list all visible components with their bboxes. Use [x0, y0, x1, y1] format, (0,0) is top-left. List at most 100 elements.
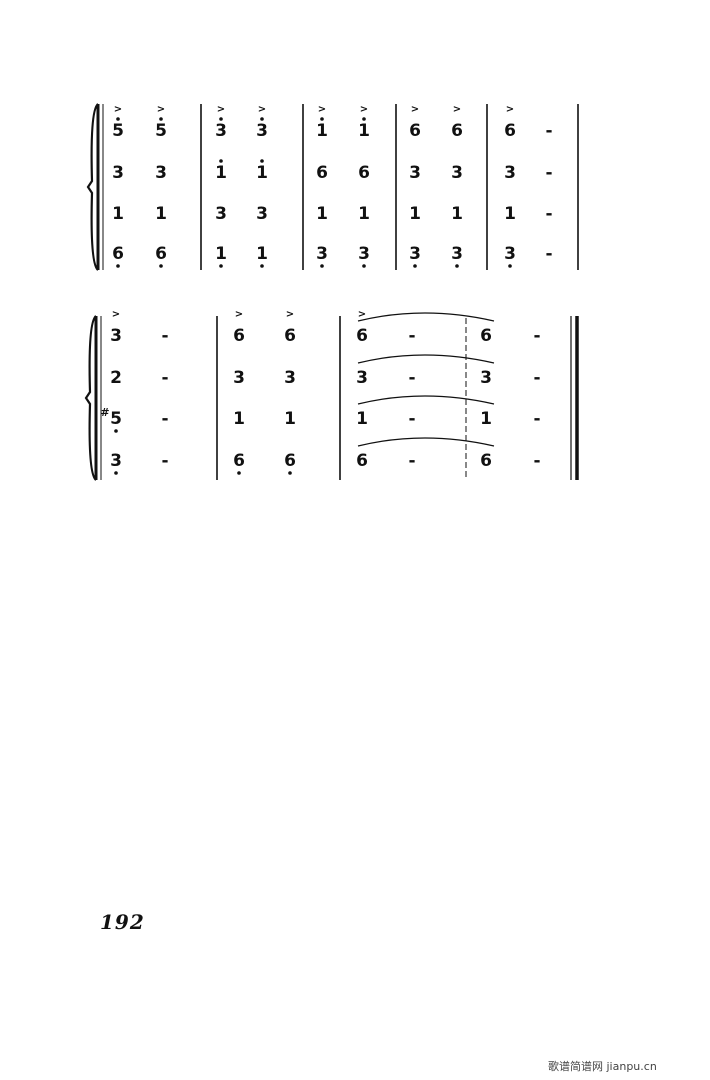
duration-dash: -	[533, 368, 540, 388]
tie-slur	[357, 354, 495, 364]
duration-dash: -	[545, 121, 552, 141]
note-number: 2	[110, 368, 122, 388]
note-number: 6	[504, 121, 516, 141]
note-number: 3	[316, 244, 328, 264]
note-number: 6	[284, 451, 296, 471]
note-number: 1	[155, 204, 167, 224]
note-number: 6	[233, 326, 245, 346]
octave-dot-below	[116, 264, 120, 268]
duration-dash: -	[533, 409, 540, 429]
note-number: 1	[316, 204, 328, 224]
accent-mark: >	[258, 104, 266, 115]
note-number: 3	[155, 163, 167, 183]
octave-dot-above	[159, 117, 163, 121]
note-number: 1	[233, 409, 245, 429]
note-number: 1	[480, 409, 492, 429]
note-number: 6	[480, 451, 492, 471]
note-number: 3	[110, 451, 122, 471]
accent-mark: >	[506, 104, 514, 115]
duration-dash: -	[545, 244, 552, 264]
system-brace	[86, 103, 99, 271]
octave-dot-below	[237, 471, 241, 475]
note-number: 3	[215, 204, 227, 224]
note-number: 6	[358, 163, 370, 183]
note-number: 3	[480, 368, 492, 388]
octave-dot-above	[260, 159, 264, 163]
octave-dot-below	[320, 264, 324, 268]
duration-dash: -	[533, 326, 540, 346]
note-number: 6	[480, 326, 492, 346]
note-number: 1	[215, 163, 227, 183]
duration-dash: -	[161, 451, 168, 471]
accent-mark: >	[286, 309, 294, 320]
note-number: 5	[110, 409, 122, 429]
tie-slur	[357, 312, 495, 322]
note-number: 1	[358, 204, 370, 224]
duration-dash: -	[545, 163, 552, 183]
note-number: 1	[256, 163, 268, 183]
note-number: 6	[284, 326, 296, 346]
note-number: 3	[112, 163, 124, 183]
note-number: 1	[112, 204, 124, 224]
note-number: 1	[316, 121, 328, 141]
note-number: 1	[356, 409, 368, 429]
octave-dot-above	[362, 117, 366, 121]
note-number: 3	[233, 368, 245, 388]
note-number: 3	[409, 244, 421, 264]
accent-mark: >	[453, 104, 461, 115]
note-number: 1	[256, 244, 268, 264]
page-number: 192	[100, 910, 145, 934]
octave-dot-below	[362, 264, 366, 268]
note-number: 3	[284, 368, 296, 388]
accent-mark: >	[360, 104, 368, 115]
note-number: 6	[155, 244, 167, 264]
duration-dash: -	[161, 368, 168, 388]
accent-mark: >	[411, 104, 419, 115]
accent-mark: >	[318, 104, 326, 115]
note-number: 1	[358, 121, 370, 141]
note-number: 3	[504, 163, 516, 183]
note-number: 3	[356, 368, 368, 388]
note-number: 6	[316, 163, 328, 183]
note-number: 3	[409, 163, 421, 183]
octave-dot-below	[288, 471, 292, 475]
tie-slur	[357, 395, 495, 405]
note-number: 6	[451, 121, 463, 141]
note-number: 5	[112, 121, 124, 141]
note-number: 6	[356, 326, 368, 346]
note-number: 6	[233, 451, 245, 471]
accent-mark: >	[358, 309, 366, 320]
tie-slur	[357, 437, 495, 447]
note-number: 3	[256, 204, 268, 224]
octave-dot-above	[219, 117, 223, 121]
octave-dot-above	[320, 117, 324, 121]
duration-dash: -	[408, 326, 415, 346]
octave-dot-below	[219, 264, 223, 268]
duration-dash: -	[533, 451, 540, 471]
octave-dot-below	[413, 264, 417, 268]
octave-dot-above	[219, 159, 223, 163]
octave-dot-below	[114, 429, 118, 433]
octave-dot-below	[260, 264, 264, 268]
note-number: 6	[112, 244, 124, 264]
sharp-sign: #	[100, 406, 109, 419]
note-number: 3	[451, 163, 463, 183]
duration-dash: -	[408, 368, 415, 388]
note-number: 1	[504, 204, 516, 224]
octave-dot-below	[455, 264, 459, 268]
note-number: 1	[409, 204, 421, 224]
note-number: 3	[110, 326, 122, 346]
octave-dot-below	[159, 264, 163, 268]
octave-dot-above	[116, 117, 120, 121]
duration-dash: -	[161, 409, 168, 429]
note-number: 6	[356, 451, 368, 471]
note-number: 6	[409, 121, 421, 141]
note-number: 1	[284, 409, 296, 429]
note-number: 3	[215, 121, 227, 141]
duration-dash: -	[408, 409, 415, 429]
note-number: 3	[504, 244, 516, 264]
accent-mark: >	[114, 104, 122, 115]
note-number: 1	[451, 204, 463, 224]
note-number: 3	[256, 121, 268, 141]
